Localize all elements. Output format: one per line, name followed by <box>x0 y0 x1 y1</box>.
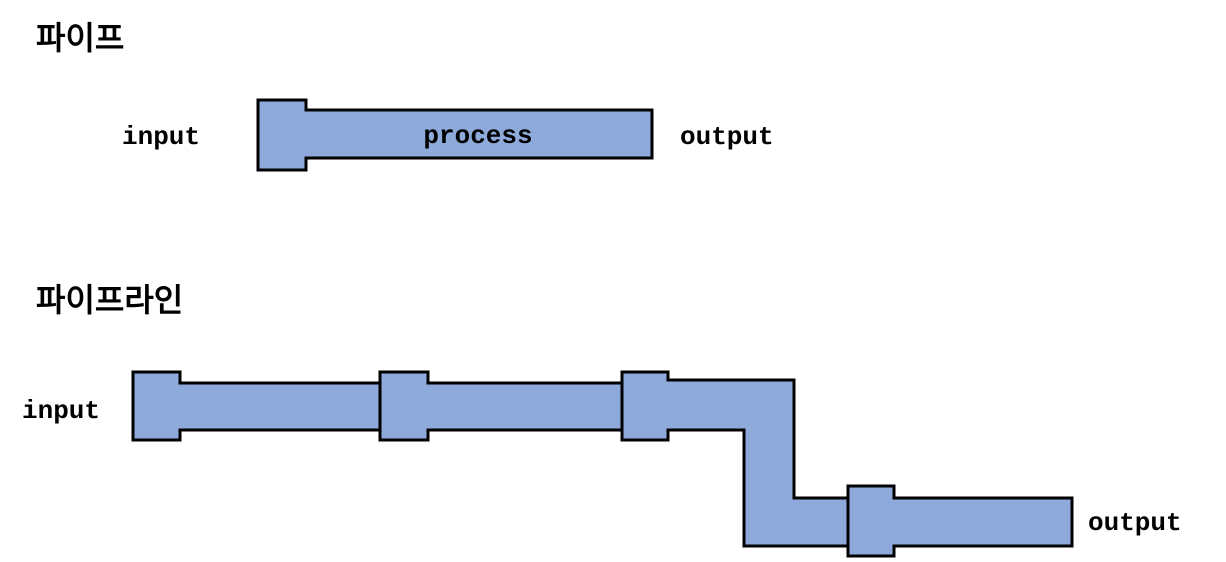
pipe-heading: 파이프 <box>36 19 125 57</box>
pipeline-input-label: input <box>22 396 101 426</box>
pipe-output-label: output <box>680 122 774 152</box>
pipeline-segment-1 <box>131 370 384 442</box>
pipeline-elbow-segment <box>620 370 852 548</box>
pipeline-segment-4 <box>846 484 1074 558</box>
pipeline-segment-2 <box>378 370 624 442</box>
pipe-process-label: process <box>423 121 532 151</box>
single-pipe <box>256 98 654 172</box>
pipe-input-label: input <box>122 122 201 152</box>
pipeline-heading: 파이프라인 <box>36 281 184 319</box>
pipeline-output-label: output <box>1088 508 1182 538</box>
